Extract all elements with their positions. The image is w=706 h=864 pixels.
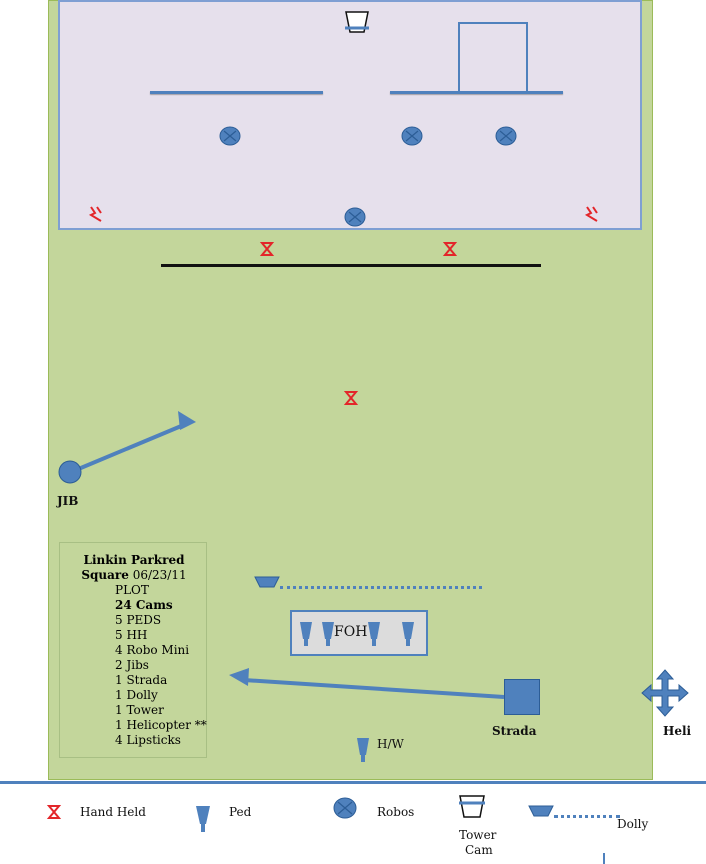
ped-camera-icon [196, 806, 210, 832]
hand-held-cam-icon [46, 805, 62, 819]
plot-line: 5 HH [115, 628, 148, 642]
legend-ped-label: Ped [229, 805, 252, 819]
helicopter-icon [641, 669, 689, 717]
page-baseline [0, 781, 706, 784]
legend-dolly-label: Dolly [617, 817, 649, 831]
tower-cam-icon [345, 11, 369, 33]
hw-label: H/W [377, 737, 404, 751]
footer-tick [603, 853, 605, 864]
ped-camera-icon [322, 622, 334, 646]
robo-camera-icon [219, 126, 241, 146]
strada-crane [504, 679, 540, 715]
stage-bar-left [150, 91, 323, 94]
legend-hand-held-label: Hand Held [80, 805, 146, 819]
stage-area [58, 0, 642, 230]
legend-tower-label-2: Cam [465, 843, 493, 857]
plot-line: 1 Helicopter ** [115, 718, 207, 732]
robo-camera-icon [344, 207, 366, 227]
plot-line: 1 Strada [115, 673, 168, 687]
ped-camera-icon [368, 622, 380, 646]
jib-label: JIB [57, 494, 79, 508]
plot-line: 1 Dolly [115, 688, 158, 702]
legend-robos-label: Robos [377, 805, 415, 819]
hand-held-cam-icon [442, 242, 458, 256]
robo-camera-icon [401, 126, 423, 146]
plot-line: 4 Lipsticks [115, 733, 181, 747]
plot-line: 4 Robo Mini [115, 643, 190, 657]
plot-line: 1 Tower [115, 703, 164, 717]
plot-line: 24 Cams [115, 598, 173, 612]
barricade-line [161, 264, 541, 267]
lipstick-cam-icon [88, 206, 102, 222]
legend-tower-label: Tower [459, 828, 497, 842]
plot-line: 2 Jibs [115, 658, 149, 672]
dolly-icon [254, 576, 280, 588]
stage-bar-right [390, 91, 563, 94]
plot-subtitle: Square 06/23/11 [81, 568, 187, 582]
strada-label: Strada [492, 724, 537, 738]
hand-held-cam-icon [259, 242, 275, 256]
hand-held-cam-icon [343, 391, 359, 405]
dolly-track [280, 586, 482, 589]
tower-cam-icon [459, 795, 485, 818]
robo-camera-icon [333, 797, 357, 819]
heli-label: Heli [663, 724, 692, 738]
plot-line: 5 PEDS [115, 613, 162, 627]
ped-camera-icon [402, 622, 414, 646]
foh-label: FOH [334, 624, 368, 640]
plot-line: PLOT [115, 583, 149, 597]
robo-camera-icon [495, 126, 517, 146]
plot-title: Linkin Parkred [83, 553, 185, 567]
ped-camera-icon [300, 622, 312, 646]
lipstick-cam-icon [584, 206, 598, 222]
ped-camera-icon [357, 738, 369, 762]
legend-dolly-track [554, 815, 620, 818]
dolly-icon [528, 805, 554, 817]
